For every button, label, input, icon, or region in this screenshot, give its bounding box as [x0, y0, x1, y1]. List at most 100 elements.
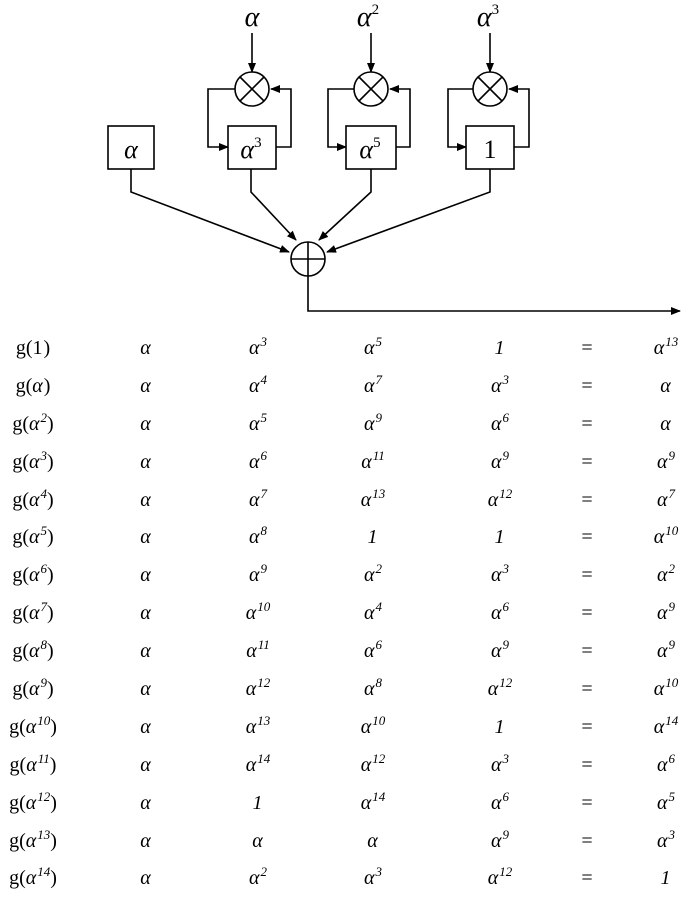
- term-1: α: [140, 602, 151, 625]
- term-4: α3: [491, 561, 509, 587]
- result: α10: [653, 675, 679, 701]
- term-2: α9: [249, 561, 267, 587]
- term-1: α: [140, 678, 151, 701]
- term-2: α7: [249, 485, 267, 511]
- multiplier-3: [472, 71, 508, 107]
- equals-sign: =: [581, 412, 593, 435]
- term-4: α6: [491, 409, 509, 435]
- equals-sign: =: [581, 867, 593, 890]
- term-4: α6: [491, 599, 509, 625]
- g-argument: g(α13): [9, 826, 57, 852]
- g-argument: g(α): [15, 374, 51, 397]
- term-4: α9: [491, 826, 509, 852]
- term-2: α4: [249, 371, 267, 397]
- feedback-loop-3: [447, 88, 473, 151]
- register-0-to-adder: [130, 169, 290, 253]
- term-1: α: [140, 526, 151, 549]
- svg-text:1: 1: [484, 135, 497, 164]
- chien-search-circuit: α α2 α3 α α3 α5 1: [107, 2, 681, 315]
- term-4: α9: [491, 637, 509, 663]
- term-3: α3: [364, 864, 382, 890]
- term-3: α10: [360, 712, 386, 738]
- g-argument: g(α9): [12, 675, 54, 701]
- term-1: α: [140, 640, 151, 663]
- equals-sign: =: [581, 753, 593, 776]
- term-2: α14: [245, 750, 271, 776]
- equals-sign: =: [581, 715, 593, 738]
- result: α7: [657, 485, 675, 511]
- term-4: 1: [494, 337, 505, 359]
- result: α14: [653, 712, 679, 738]
- term-4: α9: [491, 447, 509, 473]
- term-2: α2: [249, 864, 267, 890]
- term-3: α7: [364, 371, 382, 397]
- term-1: α: [140, 867, 151, 890]
- svg-text:α5: α5: [359, 135, 380, 164]
- svg-text:α3: α3: [240, 135, 261, 164]
- term-3: α11: [361, 447, 385, 473]
- term-1: α: [140, 715, 151, 738]
- term-2: α10: [245, 599, 271, 625]
- term-4: α12: [487, 864, 513, 890]
- term-2: α12: [245, 675, 271, 701]
- term-3: α9: [364, 409, 382, 435]
- g-argument: g(α12): [9, 788, 57, 814]
- term-3: α2: [364, 561, 382, 587]
- term-2: α13: [245, 712, 271, 738]
- term-4: α6: [491, 788, 509, 814]
- term-1: α: [140, 829, 151, 852]
- term-2: α5: [249, 409, 267, 435]
- term-4: α3: [491, 371, 509, 397]
- g-argument: g(α5): [12, 523, 54, 549]
- g-argument: g(α10): [9, 712, 57, 738]
- register-1-to-adder: [250, 169, 297, 241]
- term-3: α14: [360, 788, 386, 814]
- term-3: α5: [364, 334, 382, 359]
- term-2: 1: [252, 791, 263, 814]
- register-2-to-adder: [318, 169, 372, 241]
- g-argument: g(α3): [12, 447, 54, 473]
- g-argument: g(α6): [12, 561, 54, 587]
- register-3: 1: [465, 125, 515, 170]
- feedback-loop-3-return: [508, 85, 530, 148]
- equals-sign: =: [581, 526, 593, 549]
- coeff-label-2: α2: [357, 2, 379, 33]
- equals-sign: =: [581, 374, 593, 397]
- equals-sign: =: [581, 829, 593, 852]
- result: α9: [657, 637, 675, 663]
- term-4: α12: [487, 675, 513, 701]
- register-2: α5: [345, 125, 397, 170]
- equals-sign: =: [581, 640, 593, 663]
- g-argument: g(1): [15, 337, 51, 359]
- term-2: α3: [249, 334, 267, 359]
- term-2: α: [252, 829, 263, 852]
- term-3: α12: [360, 750, 386, 776]
- register-1: α3: [227, 125, 277, 170]
- g-argument: g(α8): [12, 637, 54, 663]
- multiplier-1: [234, 71, 270, 107]
- term-1: α: [140, 450, 151, 473]
- feedback-loop-1: [207, 88, 235, 151]
- g-argument: g(α14): [9, 864, 57, 890]
- term-3: α6: [364, 637, 382, 663]
- term-1: α: [140, 488, 151, 511]
- equals-sign: =: [581, 791, 593, 814]
- register-3-to-adder: [326, 169, 491, 253]
- coeff-label-3: α3: [477, 2, 499, 33]
- term-4: 1: [494, 526, 505, 549]
- equals-sign: =: [581, 678, 593, 701]
- term-4: 1: [494, 715, 505, 738]
- feedback-loop-2: [327, 88, 354, 151]
- term-1: α: [140, 753, 151, 776]
- output-line: [307, 276, 681, 315]
